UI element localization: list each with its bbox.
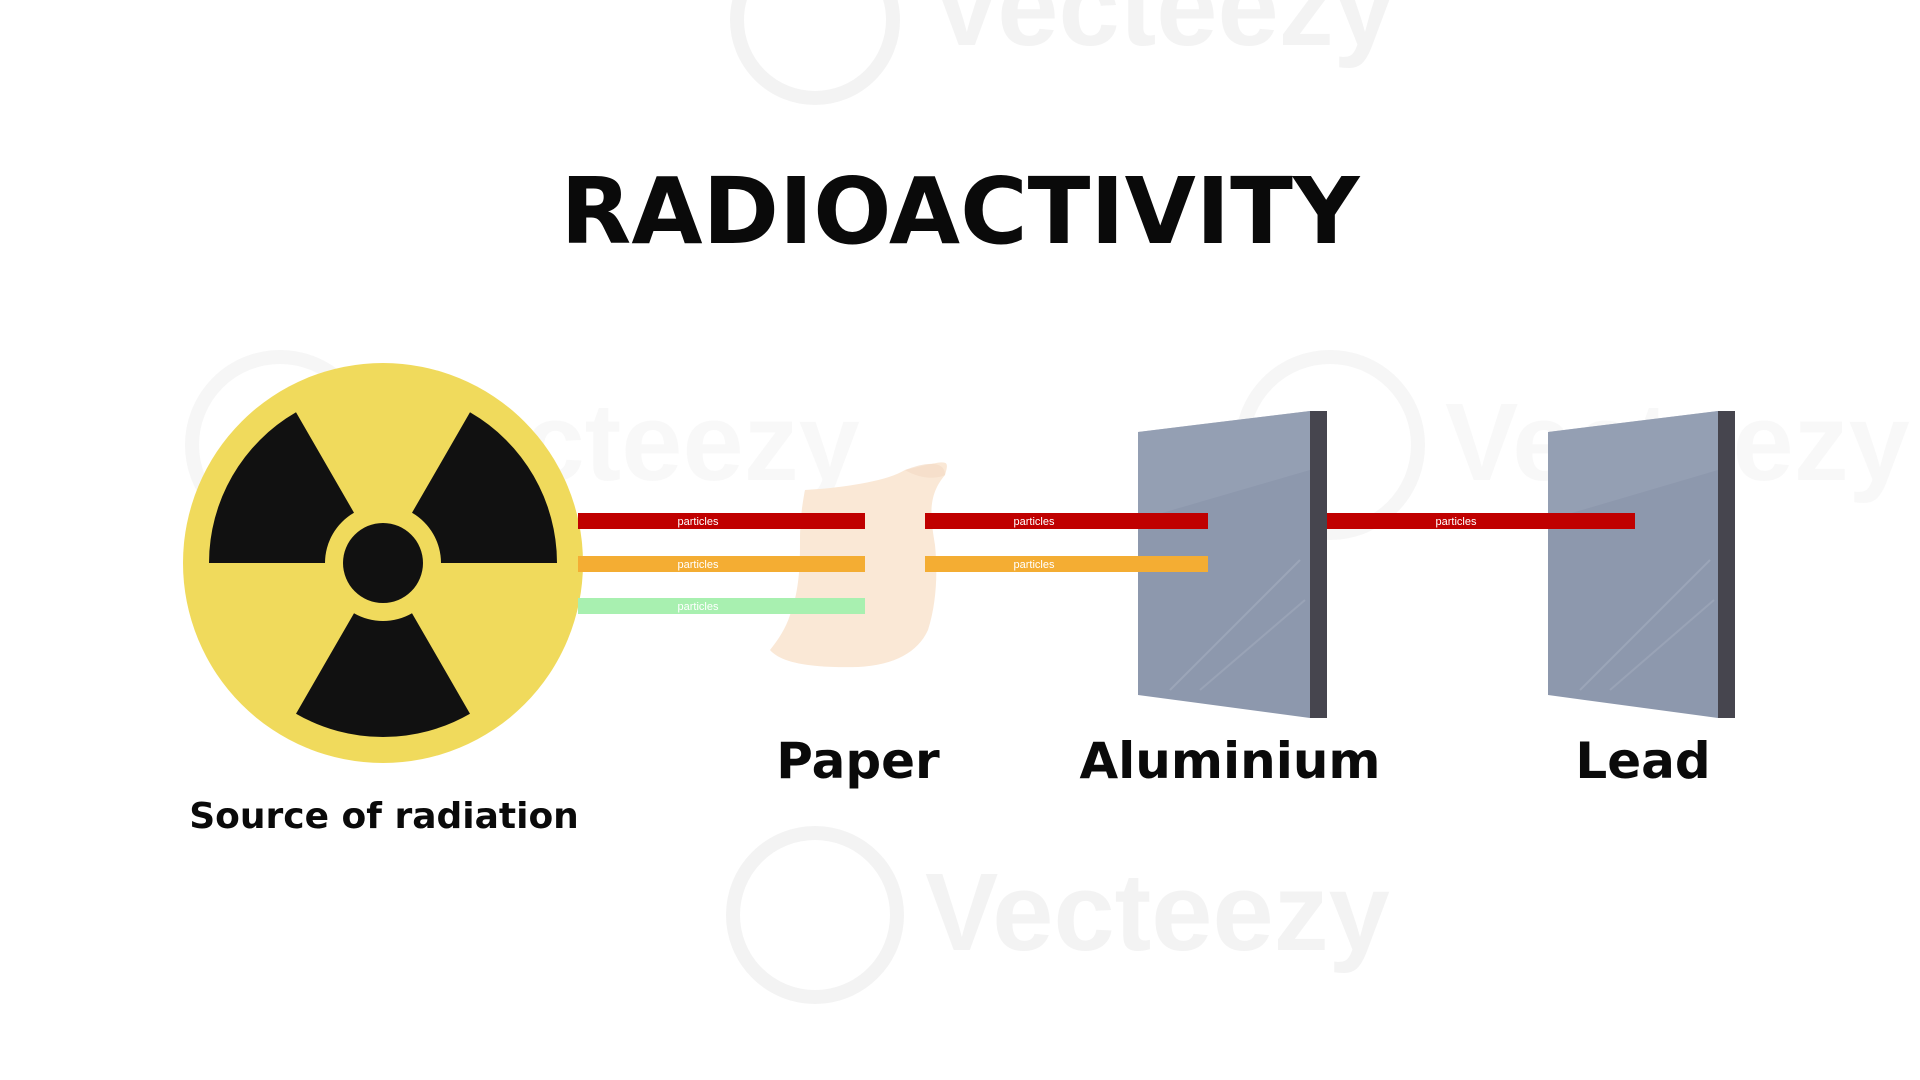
beam-green-segment-1 xyxy=(578,598,865,614)
beam-red-segment-1 xyxy=(578,513,865,529)
lead-plate xyxy=(1548,411,1735,718)
beam-red-label-3: particles xyxy=(1436,516,1477,528)
beam-red: particles particles particles xyxy=(578,513,1635,529)
beam-orange: particles particles xyxy=(578,556,1208,572)
beam-red-segment-2 xyxy=(925,513,1208,529)
radiation-trefoil-icon xyxy=(209,412,557,738)
watermark-text-top: Vecteezy xyxy=(930,0,1395,69)
beam-orange-segment-2 xyxy=(925,556,1208,572)
page-title: RADIOACTIVITY xyxy=(561,158,1361,265)
beam-red-label-2: particles xyxy=(1014,516,1055,528)
watermark-text-bottom: Vecteezy xyxy=(925,851,1390,974)
beam-orange-segment-1 xyxy=(578,556,865,572)
paper-label: Paper xyxy=(776,732,940,790)
beam-orange-label-2: particles xyxy=(1014,559,1055,571)
aluminium-plate xyxy=(1138,411,1327,718)
beam-green: particles xyxy=(578,598,865,614)
lead-label: Lead xyxy=(1575,732,1710,790)
source-label: Source of radiation xyxy=(189,796,579,837)
beam-red-segment-3 xyxy=(1327,513,1635,529)
radiation-source xyxy=(183,363,583,763)
watermark-bottom: Vecteezy xyxy=(726,826,1390,1004)
beam-orange-label-1: particles xyxy=(678,559,719,571)
aluminium-label: Aluminium xyxy=(1079,732,1380,790)
watermark-top: Vecteezy xyxy=(730,0,1395,105)
beam-red-label-1: particles xyxy=(678,516,719,528)
beam-green-label-1: particles xyxy=(678,601,719,613)
